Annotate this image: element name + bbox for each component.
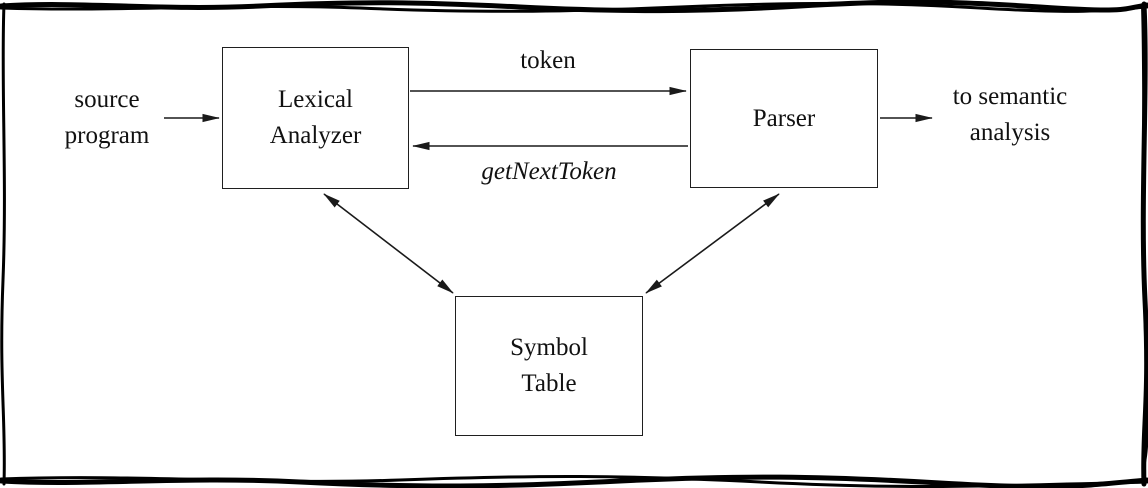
label-source-program-line2: program [64,122,150,149]
node-parser: Parser [690,49,878,188]
frame-left-stroke [0,2,6,486]
node-symbol-table-label-line2: Table [521,370,577,397]
node-symbol-table-label-line1: Symbol [510,334,588,361]
frame-top-stroke-2 [0,1,1148,13]
label-to-semantic-line1: to semantic [952,83,1068,110]
label-getnexttoken: getNextToken [481,158,617,185]
node-lexical-analyzer-label-line2: Analyzer [269,122,362,149]
label-token: token [520,47,576,74]
node-parser-label: Parser [752,104,816,132]
node-lexical-analyzer: Lexical Analyzer [222,47,409,189]
edge-lexical-symboltable-arrow [323,193,454,294]
node-lexical-analyzer-label-line1: Lexical [278,86,353,113]
label-to-semantic-analysis: to semantic analysis [920,79,1100,151]
frame-bottom-stroke-2 [0,474,1148,488]
frame-right-stroke-2 [1141,5,1148,484]
label-source-program: source program [27,82,187,154]
edge-parser-symboltable-arrow [645,193,780,294]
label-to-semantic-line2: analysis [969,119,1051,146]
node-symbol-table: Symbol Table [455,296,643,436]
label-source-program-line1: source [74,86,140,113]
